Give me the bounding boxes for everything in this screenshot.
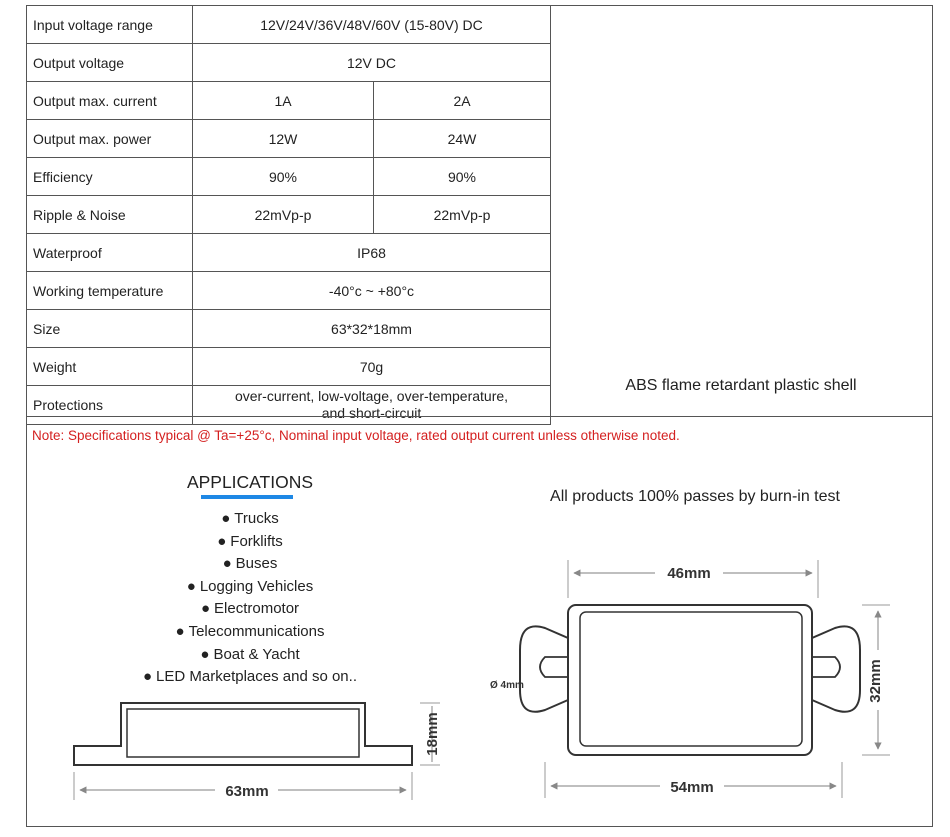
list-item: ●LED Marketplaces and so on.. bbox=[100, 666, 400, 689]
table-row: Output voltage 12V DC bbox=[26, 43, 551, 82]
table-row: Ripple & Noise 22mVp-p 22mVp-p bbox=[26, 195, 551, 234]
list-item-label: Telecommunications bbox=[188, 622, 325, 640]
list-item-label: Boat & Yacht bbox=[213, 645, 300, 663]
top-width-outer-label: 54mm bbox=[670, 779, 713, 796]
table-row: Waterproof IP68 bbox=[26, 233, 551, 272]
list-item-label: LED Marketplaces and so on.. bbox=[156, 668, 357, 686]
list-item-label: Logging Vehicles bbox=[199, 577, 314, 595]
list-item: ●Logging Vehicles bbox=[100, 576, 400, 599]
list-item-label: Electromotor bbox=[214, 600, 300, 618]
applications-underline bbox=[201, 495, 293, 499]
row-value: 90% bbox=[373, 157, 551, 196]
bullet-icon: ● bbox=[175, 622, 185, 640]
applications-title: APPLICATIONS bbox=[186, 472, 314, 492]
shell-material-text: ABS flame retardant plastic shell bbox=[625, 377, 857, 394]
row-label: Protections bbox=[26, 385, 193, 425]
spec-note: Note: Specifications typical @ Ta=+25°c,… bbox=[32, 428, 680, 443]
bullet-icon: ● bbox=[222, 555, 232, 573]
section-divider bbox=[26, 416, 933, 417]
bullet-icon: ● bbox=[186, 577, 196, 595]
applications-list: ●Trucks ●Forklifts ●Buses ●Logging Vehic… bbox=[100, 508, 400, 689]
side-height-label: 18mm bbox=[424, 712, 441, 755]
bullet-icon: ● bbox=[200, 600, 211, 618]
side-length-label: 63mm bbox=[225, 783, 268, 800]
table-row: Input voltage range 12V/24V/36V/48V/60V … bbox=[26, 5, 551, 44]
spec-table: Input voltage range 12V/24V/36V/48V/60V … bbox=[26, 5, 551, 425]
row-label: Ripple & Noise bbox=[26, 195, 193, 234]
row-value: over-current, low-voltage, over-temperat… bbox=[192, 385, 551, 425]
table-row: Output max. power 12W 24W bbox=[26, 119, 551, 158]
list-item: ●Trucks bbox=[100, 508, 400, 531]
table-row: Output max. current 1A 2A bbox=[26, 81, 551, 120]
list-item: ●Forklifts bbox=[100, 531, 400, 554]
row-label: Output max. power bbox=[26, 119, 193, 158]
list-item: ●Electromotor bbox=[100, 598, 400, 621]
bullet-icon: ● bbox=[217, 532, 227, 550]
row-value: 12V/24V/36V/48V/60V (15-80V) DC bbox=[192, 5, 551, 44]
list-item-label: Trucks bbox=[234, 510, 279, 527]
list-item: ●Buses bbox=[100, 553, 400, 576]
list-item: ●Boat & Yacht bbox=[100, 644, 400, 667]
table-row: Protections over-current, low-voltage, o… bbox=[26, 385, 551, 425]
row-value: -40°c ~ +80°c bbox=[192, 271, 551, 310]
row-label: Size bbox=[26, 309, 193, 348]
list-item-label: Forklifts bbox=[230, 532, 283, 550]
row-label: Efficiency bbox=[26, 157, 193, 196]
bullet-icon: ● bbox=[142, 668, 153, 686]
bullet-icon: ● bbox=[221, 510, 231, 527]
table-row: Weight 70g bbox=[26, 347, 551, 386]
row-value: 2A bbox=[373, 81, 551, 120]
table-row: Size 63*32*18mm bbox=[26, 309, 551, 348]
top-height-label: 32mm bbox=[867, 659, 884, 702]
burn-in-text: All products 100% passes by burn-in test bbox=[550, 488, 840, 505]
hole-diameter-label: Ø 4mm bbox=[490, 680, 524, 691]
table-row: Working temperature -40°c ~ +80°c bbox=[26, 271, 551, 310]
row-label: Working temperature bbox=[26, 271, 193, 310]
top-view-drawing: 46mm 54mm 32mm Ø 4mm bbox=[490, 560, 890, 798]
side-view-drawing: 63mm 18mm bbox=[73, 702, 441, 800]
row-value: 12W bbox=[192, 119, 374, 158]
row-value: 63*32*18mm bbox=[192, 309, 551, 348]
bullet-icon: ● bbox=[200, 645, 210, 663]
list-item-label: Buses bbox=[235, 555, 278, 573]
row-value: 22mVp-p bbox=[192, 195, 374, 234]
top-width-inner-label: 46mm bbox=[667, 565, 710, 582]
list-item: ●Telecommunications bbox=[100, 621, 400, 644]
